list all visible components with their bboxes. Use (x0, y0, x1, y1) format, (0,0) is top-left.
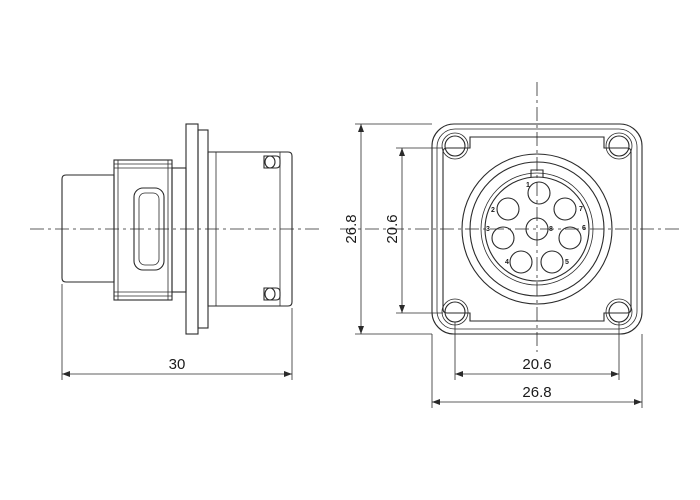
dim-front-height-outer: 26.8 (343, 123, 432, 335)
contact-6 (558, 226, 582, 250)
step-ring (171, 167, 187, 293)
dim-front-width-outer-label: 26.8 (522, 384, 551, 401)
dim-front-height-outer-label: 26.8 (343, 214, 360, 243)
dim-front-width-inner: 20.6 (454, 322, 620, 380)
pin-label-6: 6 (582, 225, 586, 232)
pin-label-8: 8 (549, 226, 553, 233)
pin-label-2: 2 (491, 207, 495, 214)
front-flange-inner (436, 128, 638, 330)
pin-label-5: 5 (565, 259, 569, 266)
dim-side-length-label: 30 (169, 356, 186, 373)
pin-label-7: 7 (579, 206, 583, 213)
contact-1 (527, 181, 551, 205)
dim-front-height-inner-label: 20.6 (384, 214, 401, 243)
side-view: 30 (30, 123, 320, 380)
contact-2 (496, 197, 520, 221)
contact-3 (491, 226, 515, 250)
front-panel-recess (442, 136, 632, 322)
dim-front-height-inner: 20.6 (384, 147, 443, 314)
dim-front-width-inner-label: 20.6 (522, 356, 551, 373)
pin-label-3: 3 (486, 226, 490, 233)
contact-5 (540, 250, 564, 274)
dim-front-width-outer: 26.8 (431, 334, 643, 408)
front-view: 1 2 3 4 5 6 7 8 26.8 20.6 (340, 82, 680, 408)
coupling-nut (113, 159, 173, 301)
pin-label-1: 1 (526, 182, 530, 189)
pin-label-4: 4 (505, 259, 509, 266)
rear-body (61, 174, 115, 283)
pin-labels: 1 2 3 4 5 6 7 8 (486, 182, 586, 266)
contact-4 (509, 250, 533, 274)
contact-7 (553, 197, 577, 221)
dim-side-length: 30 (61, 284, 293, 380)
